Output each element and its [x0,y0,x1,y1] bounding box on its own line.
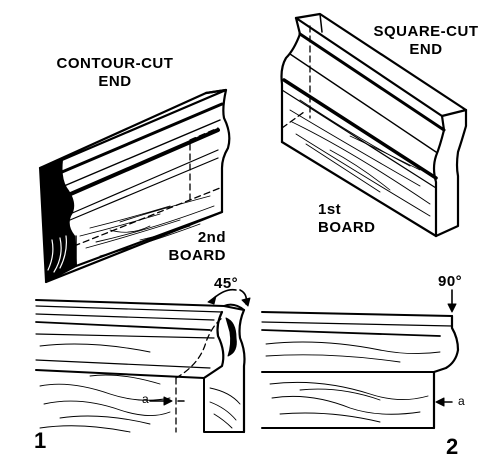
angle-90-label: 90° [438,273,463,290]
angle-45-label: 45° [214,275,239,292]
contour-cut-line2: END [98,73,132,90]
figure-2-number: 2 [446,434,459,459]
gap-a-left-label: a [142,392,149,406]
second-board-drawing [38,88,231,284]
second-board-line2: BOARD [168,247,226,264]
first-board-drawing [280,12,468,238]
second-board-label: 2nd BOARD [156,230,226,263]
figure-1-drawing [35,288,251,434]
square-cut-line1: SQUARE-CUT [373,23,479,40]
first-board-line1: 1st [318,201,342,218]
first-board-line2: BOARD [318,219,376,236]
first-board-label: 1st BOARD [318,202,388,235]
second-board-end-face [39,159,77,283]
contour-cut-label: CONTOUR-CUT END [56,56,174,89]
second-board-line1: 2nd [197,229,226,246]
figure-1-number: 1 [34,428,47,453]
contour-cut-line1: CONTOUR-CUT [56,55,174,72]
square-cut-label: SQUARE-CUT END [370,24,482,57]
figure-2-drawing [261,289,460,430]
square-cut-line2: END [409,41,443,58]
gap-a-right-label: a [458,394,465,408]
